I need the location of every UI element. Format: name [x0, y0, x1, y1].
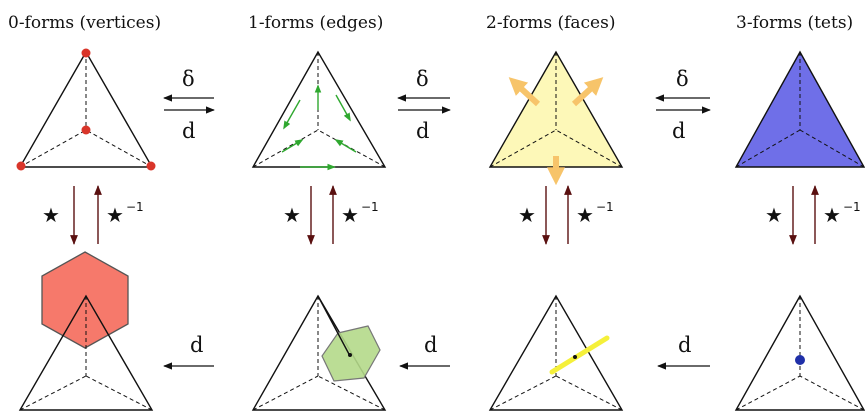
delta-label: δ [182, 67, 195, 91]
tet-1-forms [251, 50, 387, 171]
star-label: ★ [765, 203, 783, 227]
operator-pair-1-2: δ d [397, 67, 451, 143]
dual-vertex-dot [795, 355, 805, 365]
delta-label: δ [416, 67, 429, 91]
star-label: ★ [283, 203, 301, 227]
star-inverse-exp: −1 [361, 200, 379, 214]
dual-tet-3 [734, 294, 865, 411]
star-inverse-label: ★ [341, 203, 359, 227]
d-label: d [672, 119, 685, 143]
vertex-dot [81, 125, 91, 135]
d-label: d [424, 333, 437, 357]
star-inverse-label: ★ [106, 203, 124, 227]
dual-tet-0 [18, 251, 154, 411]
dual-edge-segment [549, 335, 610, 375]
bottom-d-arrow-3: d [657, 333, 710, 370]
tet-0-forms [16, 48, 156, 171]
vertex-dot [146, 161, 156, 171]
d-label: d [182, 119, 195, 143]
title-0-forms: 0-forms (vertices) [8, 13, 161, 33]
title-2-forms: 2-forms (faces) [486, 13, 615, 33]
hodge-pair-1: ★ ★ −1 [283, 185, 379, 245]
tet-2-forms [488, 50, 624, 186]
title-1-forms: 1-forms (edges) [248, 13, 383, 33]
face-arrow [571, 77, 604, 107]
dual-face-dot [348, 353, 352, 357]
edge-arrow [281, 139, 304, 153]
d-label: d [190, 333, 203, 357]
edge-arrow [335, 94, 351, 122]
star-inverse-exp: −1 [843, 200, 861, 214]
star-inverse-label: ★ [823, 203, 841, 227]
edge-arrow [283, 99, 301, 130]
operator-pair-0-1: δ d [163, 67, 215, 143]
bottom-d-arrow-2: d [399, 333, 450, 370]
delta-label: δ [676, 67, 689, 91]
dual-cell-hexagon [41, 251, 129, 349]
d-label: d [678, 333, 691, 357]
hodge-pair-2: ★ ★ −1 [518, 185, 614, 245]
dual-tet-1 [251, 294, 387, 411]
dual-tet-2 [488, 294, 624, 411]
star-inverse-exp: −1 [596, 200, 614, 214]
title-3-forms: 3-forms (tets) [736, 13, 853, 33]
hodge-pair-0: ★ ★ −1 [42, 185, 144, 245]
operator-pair-2-3: δ d [655, 67, 711, 143]
vertex-dot [81, 48, 91, 58]
bottom-d-arrow-1: d [163, 333, 214, 370]
star-inverse-exp: −1 [126, 200, 144, 214]
hodge-pair-3: ★ ★ −1 [765, 185, 861, 245]
star-inverse-label: ★ [576, 203, 594, 227]
star-label: ★ [518, 203, 536, 227]
tet-3-forms [734, 50, 865, 168]
star-label: ★ [42, 203, 60, 227]
d-label: d [416, 119, 429, 143]
dual-edge-dot [573, 355, 577, 359]
face-arrow [508, 77, 541, 107]
edge-arrow [334, 139, 357, 153]
vertex-dot [16, 161, 26, 171]
